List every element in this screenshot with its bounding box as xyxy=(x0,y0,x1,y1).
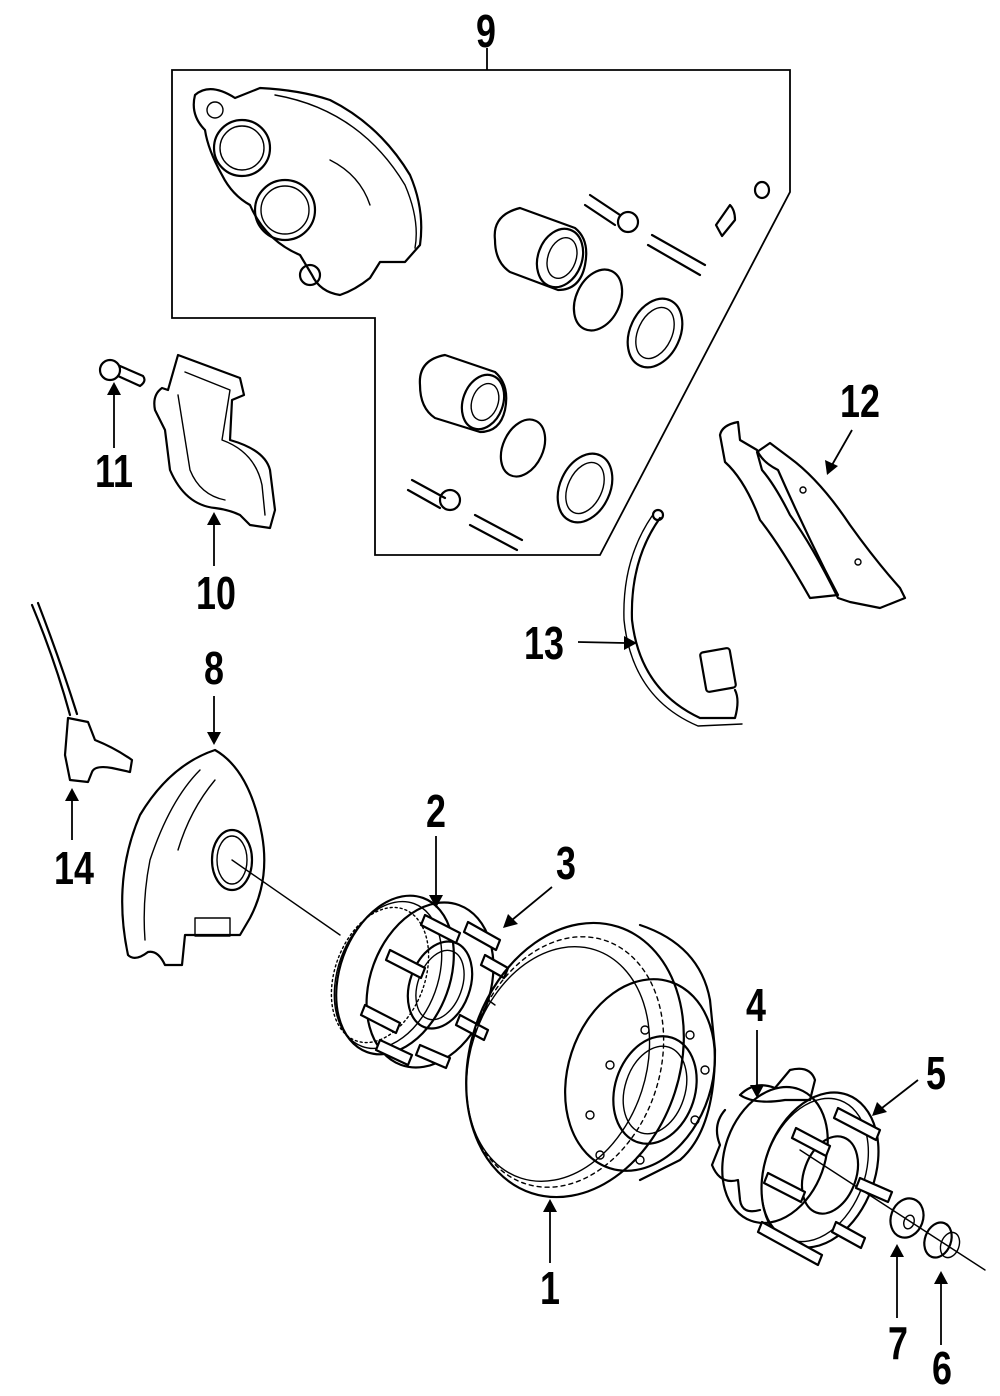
callout-3[interactable]: 3 xyxy=(556,837,576,889)
hub-assembly[interactable] xyxy=(314,879,516,1085)
pad-wear-sensor[interactable] xyxy=(623,508,743,727)
caliper-kit-group-outline xyxy=(171,48,791,556)
abs-wheel-speed-sensor[interactable] xyxy=(30,601,134,784)
brake-pads[interactable] xyxy=(718,420,907,610)
callout-14[interactable]: 14 xyxy=(54,842,94,894)
piston-seals[interactable] xyxy=(492,262,693,531)
axle-nut[interactable] xyxy=(920,1219,963,1262)
brake-caliper[interactable] xyxy=(192,86,423,297)
callout-6[interactable]: 6 xyxy=(932,1342,952,1394)
callout-7[interactable]: 7 xyxy=(888,1317,908,1369)
callout-8[interactable]: 8 xyxy=(204,642,224,694)
callout-1[interactable]: 1 xyxy=(540,1262,560,1314)
caliper-piston-upper[interactable] xyxy=(493,206,591,294)
callout-13[interactable]: 13 xyxy=(524,617,564,669)
assembly-axis-line xyxy=(231,859,341,936)
caliper-guide-pins[interactable] xyxy=(406,180,771,552)
hub-bearing-assembly[interactable] xyxy=(704,1067,899,1267)
callout-9[interactable]: 9 xyxy=(476,5,496,57)
caliper-piston-lower[interactable] xyxy=(418,353,512,435)
callout-4[interactable]: 4 xyxy=(746,979,766,1031)
washer[interactable] xyxy=(885,1194,929,1243)
callout-10[interactable]: 10 xyxy=(196,567,236,619)
caliper-bracket[interactable] xyxy=(153,353,277,530)
callout-5[interactable]: 5 xyxy=(926,1047,946,1099)
callout-12[interactable]: 12 xyxy=(840,375,880,427)
callout-2[interactable]: 2 xyxy=(426,785,446,837)
leader-lines xyxy=(65,382,948,1345)
brake-rotor[interactable] xyxy=(432,894,739,1225)
splash-shield[interactable] xyxy=(121,748,266,967)
bracket-bolt[interactable] xyxy=(98,358,146,388)
callout-11[interactable]: 11 xyxy=(95,445,133,497)
